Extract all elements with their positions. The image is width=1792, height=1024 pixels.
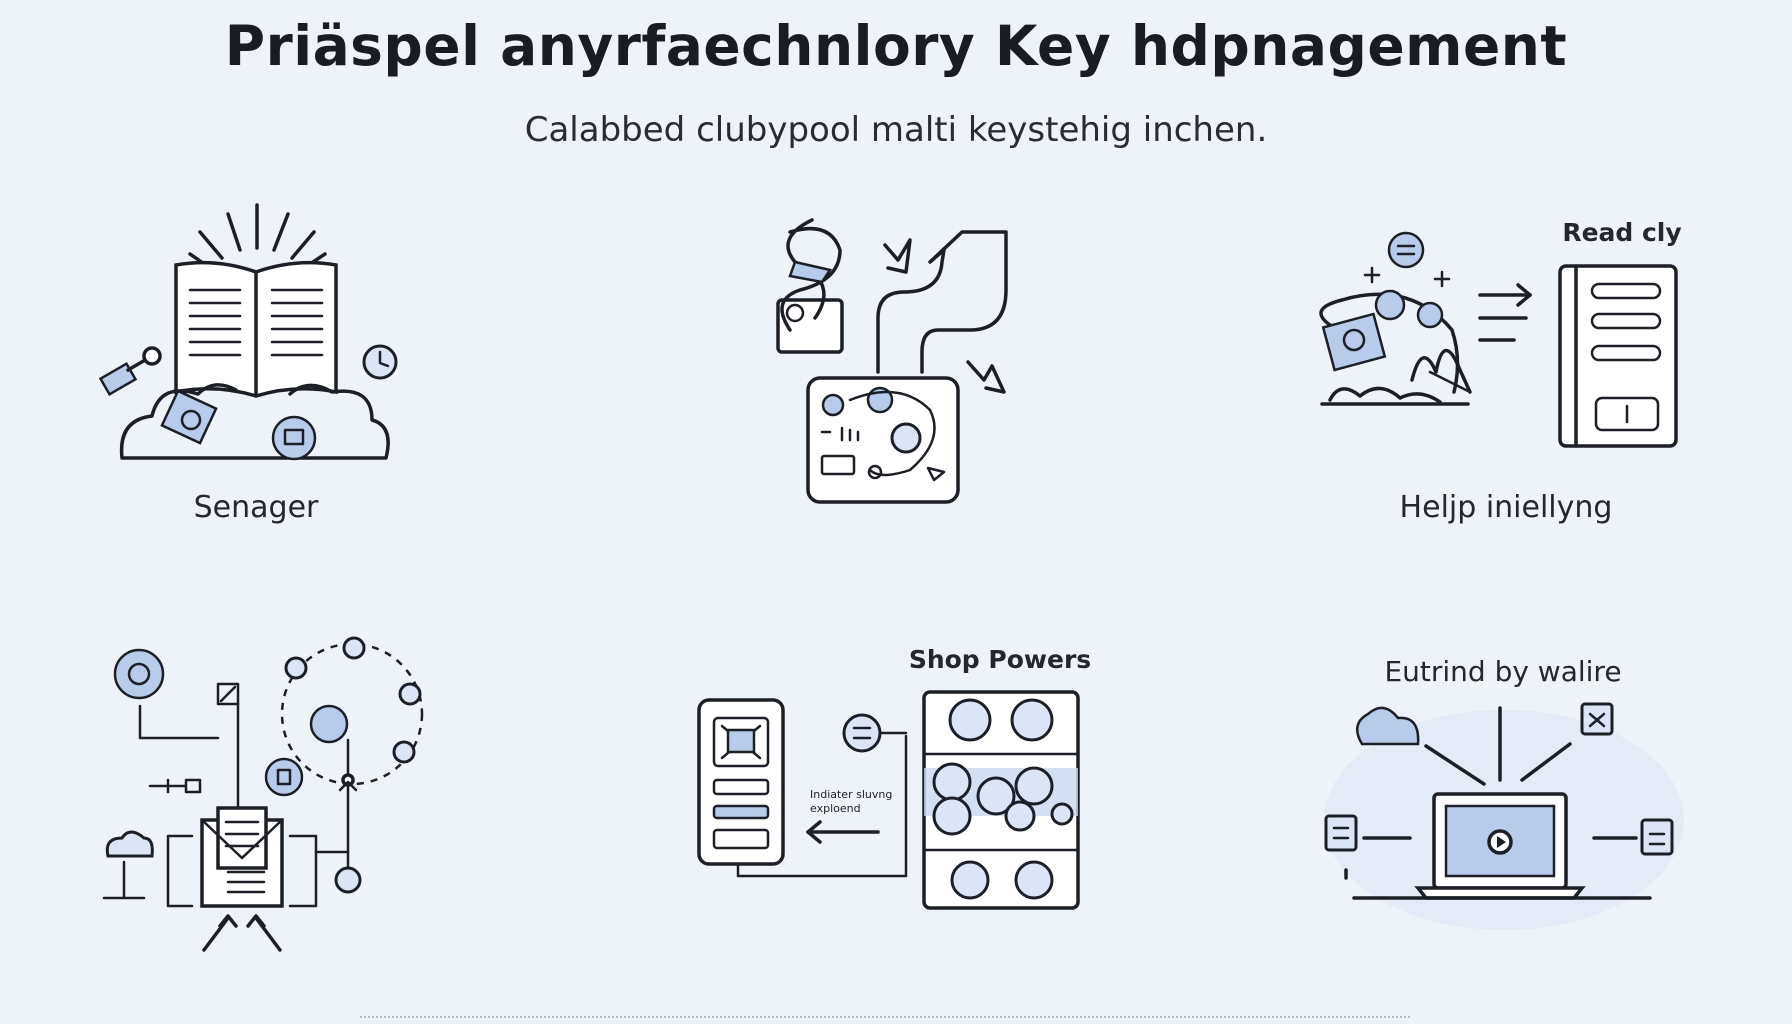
- phone-icon: [697, 698, 785, 866]
- panel-label-eutrind: Eutrind by walire: [1384, 655, 1622, 688]
- network-lines: [1344, 706, 1652, 900]
- arrow-left-icon: [806, 820, 880, 844]
- connector-line: [736, 734, 908, 878]
- badge-icon: [271, 415, 317, 461]
- panel-label-senager: Senager: [193, 490, 319, 525]
- shop-grid: [922, 690, 1080, 910]
- shop-note-2: exploend: [810, 802, 861, 815]
- arrow-right-icon: [1478, 283, 1532, 342]
- open-book-icon: [174, 203, 338, 398]
- globe-illustration: [1319, 231, 1472, 406]
- key-network-diagram: [102, 636, 424, 952]
- panel-label-shop-powers: Shop Powers: [908, 645, 1092, 674]
- payment-icon: [842, 713, 908, 753]
- cloud-icon-2: [1355, 706, 1420, 746]
- cloud-icon: [119, 383, 390, 460]
- map-board: [806, 376, 960, 504]
- panel-label-help: Heljp iniellyng: [1399, 490, 1613, 525]
- footer-divider: [360, 1016, 1410, 1018]
- spark-icon: [883, 238, 1006, 394]
- shop-note: Indiater sluvng: [810, 788, 892, 801]
- coin-icon: [160, 389, 218, 445]
- dna-helix-icon: [776, 218, 844, 354]
- panel-top-label-read: Read cly: [1562, 218, 1682, 247]
- document-icon: [1558, 264, 1678, 448]
- server-icon: [1324, 702, 1674, 856]
- flow-arrow: [876, 230, 1008, 374]
- page-title: Priäspel anyrfaechnlory Key hdpnagement: [224, 14, 1568, 78]
- laptop-icon: [1414, 792, 1586, 900]
- clock-icon: [362, 344, 398, 380]
- key-icon: [98, 346, 162, 397]
- page-subtitle: Calabbed clubypool malti keystehig inche…: [524, 110, 1268, 150]
